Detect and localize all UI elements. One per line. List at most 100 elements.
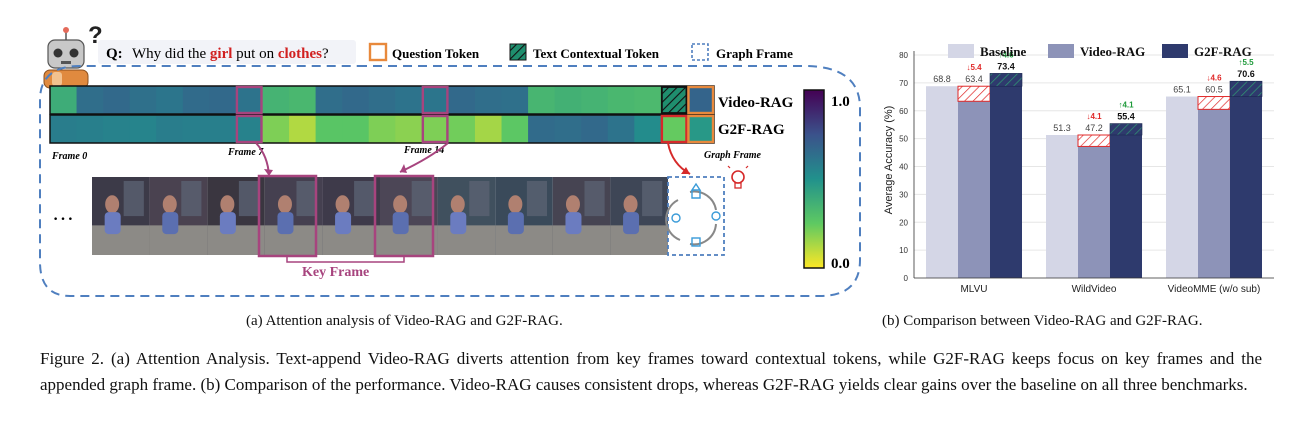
figure-label: Figure 2. [40, 349, 105, 368]
attention-panel: ? Q: Why did the girl put on clothes? Qu… [39, 22, 861, 297]
row-label-g2f-rag: G2F-RAG [718, 122, 785, 138]
heat-cell-video-rag [129, 86, 157, 114]
legend-question-token: Question Token [368, 42, 480, 62]
heat-cell-g2f-rag [501, 115, 529, 143]
video-frame-strip [92, 177, 668, 255]
y-tick-label: 60 [899, 107, 908, 116]
legend-swatch [1048, 44, 1074, 58]
gain-hatch [989, 73, 1023, 87]
graph-frame-cell [660, 114, 688, 144]
video-frame [552, 177, 611, 255]
heat-cell-g2f-rag [103, 115, 131, 143]
heat-cell-g2f-rag [235, 115, 263, 143]
bar-video-rag [958, 101, 990, 279]
heat-cell-g2f-rag [607, 115, 635, 143]
y-tick-label: 40 [899, 163, 908, 172]
video-frame [264, 177, 323, 255]
heat-cell-g2f-rag [342, 115, 370, 143]
video-frame [380, 177, 438, 255]
bar-g2f-rag [1230, 81, 1262, 278]
heat-cell-g2f-rag [262, 115, 290, 143]
heat-cell-g2f-rag [156, 115, 184, 143]
bar-value-label: 73.4 [997, 61, 1015, 71]
y-axis-label: Average Accuracy (%) [883, 106, 895, 215]
frame-label-0: Frame 0 [51, 151, 87, 162]
heat-cell-video-rag [395, 86, 423, 114]
drop-hatch [1077, 134, 1111, 147]
key-frame-cell-highlight [235, 85, 263, 115]
heat-cell-g2f-rag [448, 115, 476, 143]
graph-frame-thumbnail [665, 176, 725, 256]
legend-swatch [948, 44, 974, 58]
gain-label: ↑4.1 [1118, 101, 1134, 110]
figure-caption: Figure 2. (a) Attention Analysis. Text-a… [40, 346, 1262, 398]
heat-cell-video-rag [528, 86, 556, 114]
y-tick-label: 10 [899, 246, 908, 255]
heat-cell-video-rag [554, 86, 582, 114]
dashed-container [39, 65, 861, 297]
bar-value-label: 70.6 [1237, 69, 1255, 79]
gain-label: ↑4.6 [998, 50, 1014, 59]
colorbar-min: 0.0 [831, 256, 850, 272]
video-frame [495, 177, 553, 255]
video-frame [610, 177, 668, 255]
drop-label: ↓4.6 [1206, 74, 1222, 83]
person-icon [711, 211, 721, 221]
bar-value-label: 63.4 [965, 74, 983, 84]
legend-label: Video-RAG [1080, 44, 1145, 59]
question-token-cell [687, 114, 715, 144]
x-tick-label: MLVU [960, 284, 987, 295]
bar-value-label: 51.3 [1053, 123, 1071, 133]
heat-cell-g2f-rag [50, 115, 78, 143]
y-tick-label: 20 [899, 218, 908, 227]
heat-cell-g2f-rag [554, 115, 582, 143]
heat-cell-video-rag [156, 86, 184, 114]
legend-graph-frame: Graph Frame [691, 43, 793, 61]
svg-text:Question Token: Question Token [392, 46, 480, 61]
heat-cell-video-rag [368, 86, 396, 114]
legend-text-token: Text Contextual Token [509, 43, 660, 61]
bar-value-label: 60.5 [1205, 85, 1223, 95]
heat-cell-video-rag [50, 86, 78, 114]
heat-cell-video-rag [235, 86, 263, 114]
svg-text:Graph Frame: Graph Frame [716, 46, 793, 61]
video-frame [92, 177, 150, 255]
heat-cell-g2f-rag [315, 115, 343, 143]
y-tick-label: 30 [899, 190, 908, 199]
y-tick-label: 0 [904, 274, 909, 283]
y-tick-label: 80 [899, 51, 908, 60]
frame-label-14: Frame 14 [403, 145, 444, 156]
heat-cell-video-rag [501, 86, 529, 114]
bar-value-label: 55.4 [1117, 112, 1135, 122]
x-tick-label: VideoMME (w/o sub) [1168, 284, 1261, 295]
bar-value-label: 47.2 [1085, 123, 1103, 133]
key-frame-label: Key Frame [302, 265, 369, 280]
heat-cell-g2f-rag [289, 115, 317, 143]
heat-cell-g2f-rag [528, 115, 556, 143]
bar-video-rag [1078, 146, 1110, 278]
heat-cell-video-rag [182, 86, 210, 114]
heat-cell-video-rag [76, 86, 104, 114]
heat-cell-g2f-rag [581, 115, 609, 143]
panel-a-caption: (a) Attention analysis of Video-RAG and … [246, 313, 563, 329]
figure-caption-text: (a) Attention Analysis. Text-append Vide… [40, 349, 1262, 394]
bar-baseline [926, 86, 958, 278]
text-token-cell [660, 86, 688, 114]
heat-cell-video-rag [581, 86, 609, 114]
key-frame-cell-highlight [421, 85, 449, 115]
ellipsis: … [52, 200, 74, 225]
lightbulb-icon [727, 165, 749, 189]
frame-label-graph: Graph Frame [704, 150, 762, 161]
heat-cell-g2f-rag [182, 115, 210, 143]
heat-cell-video-rag [687, 86, 715, 114]
heat-cell-g2f-rag [660, 115, 688, 143]
video-frame [322, 177, 380, 255]
question-box [98, 40, 356, 64]
heat-cell-video-rag [103, 86, 131, 114]
bar-value-label: 68.8 [933, 74, 951, 84]
shirt-icon [671, 213, 681, 223]
legend-label: Baseline [980, 44, 1026, 59]
heat-cell-video-rag [289, 86, 317, 114]
drop-label: ↓4.1 [1086, 112, 1102, 121]
